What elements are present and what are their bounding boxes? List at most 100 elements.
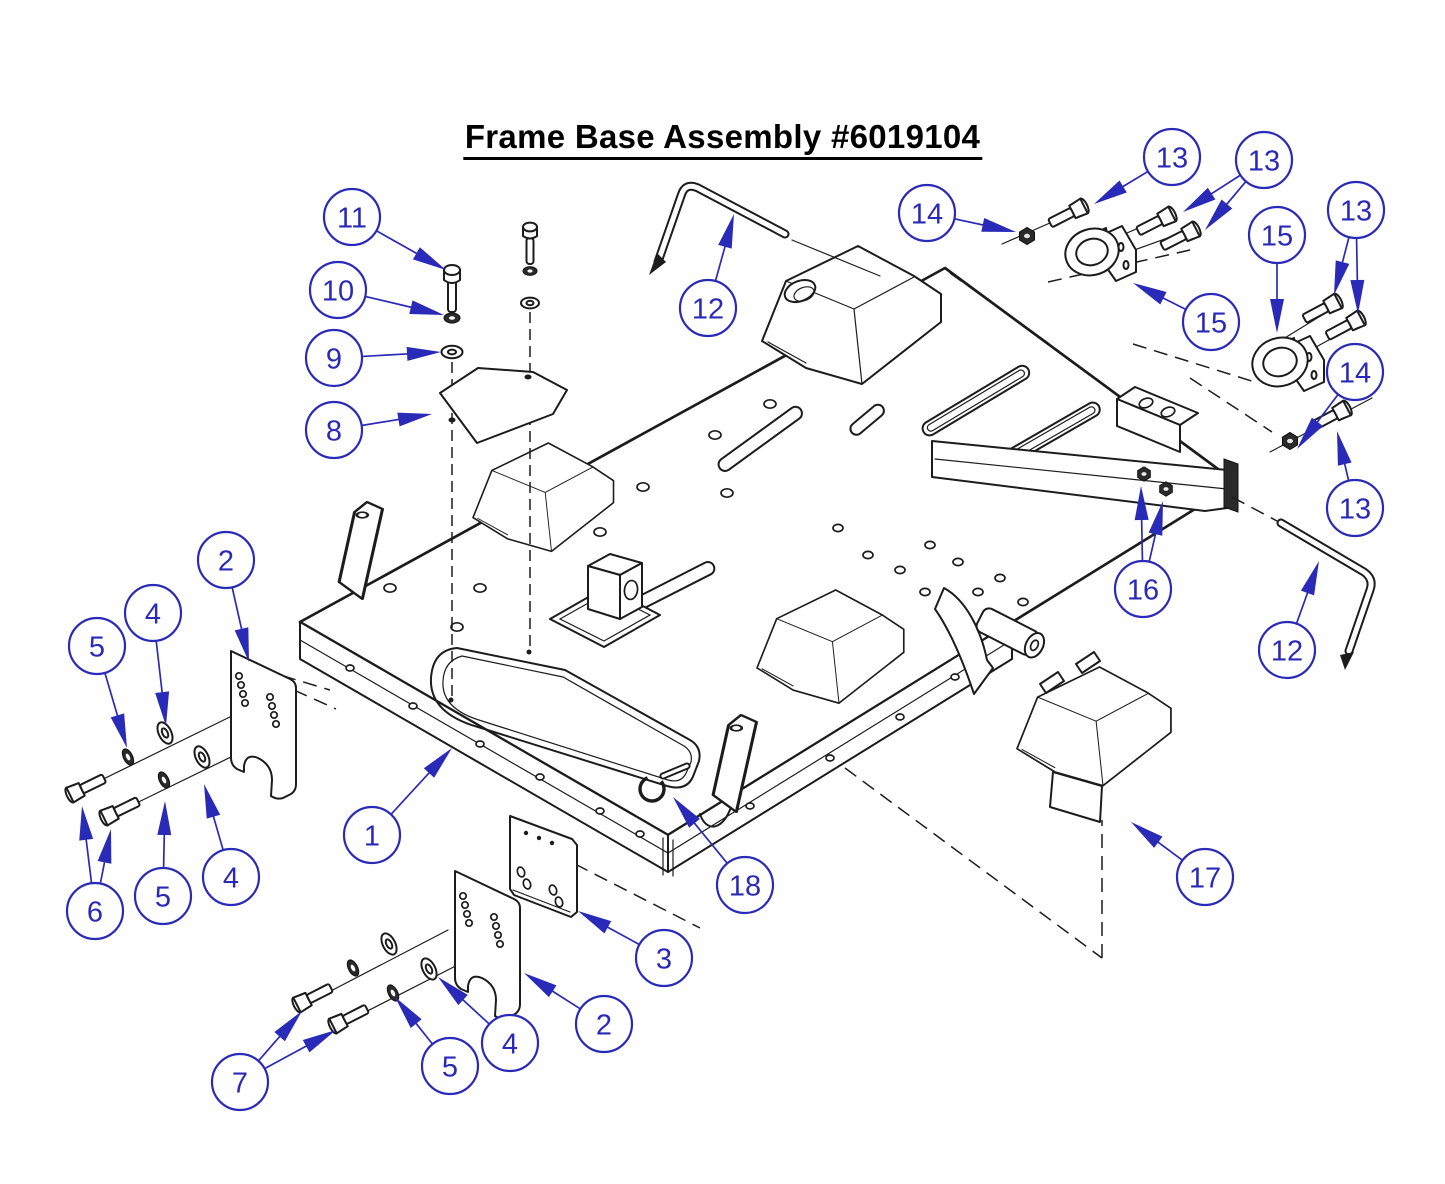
balloon-number: 2 <box>218 546 234 578</box>
balloon-circle <box>634 928 694 988</box>
leader-arrowhead <box>1350 279 1365 314</box>
leader-arrowhead <box>274 1011 302 1042</box>
leader-arrowhead <box>1205 199 1233 230</box>
left-bracket-group <box>62 650 297 828</box>
leader-arrowhead <box>234 627 249 662</box>
balloon-circle <box>304 328 364 388</box>
balloon-number: 15 <box>1195 308 1227 340</box>
leader-line <box>459 996 490 1025</box>
access-plate-8 <box>439 221 568 703</box>
callout-balloon-13: 13 <box>1326 180 1386 314</box>
balloon-circle <box>678 278 738 338</box>
leader-arrowhead <box>406 346 441 361</box>
balloon-circle <box>574 994 634 1054</box>
leader-arrowhead <box>981 218 1016 232</box>
leader-line <box>84 835 93 884</box>
hitch-bracket-assembly <box>931 386 1239 695</box>
leader-line <box>1295 588 1310 624</box>
callout-balloon-13: 13 <box>1183 130 1294 230</box>
leader-line <box>155 640 164 697</box>
balloon-number: 13 <box>1340 196 1372 228</box>
cover-17 <box>1016 651 1172 823</box>
leader-line <box>99 858 107 884</box>
leader-line <box>1154 839 1184 861</box>
callout-balloon-9: 9 <box>304 328 441 388</box>
leader-line <box>390 769 433 815</box>
leader-arrowhead <box>1134 486 1149 521</box>
leader-arrowhead <box>1270 299 1284 333</box>
balloon-circle <box>123 583 183 643</box>
leader-arrowhead <box>409 300 444 315</box>
balloon-number: 3 <box>656 944 672 976</box>
leader-arrowhead <box>1133 283 1167 305</box>
leader-line <box>603 924 640 946</box>
balloon-circle <box>1142 127 1202 187</box>
leader-line <box>231 587 244 633</box>
callout-balloon-7: 7 <box>210 1011 336 1112</box>
balloon-number: 14 <box>911 199 943 231</box>
page-title: Frame Base Assembly #6019104 <box>462 118 983 160</box>
balloon-number: 5 <box>442 1052 458 1084</box>
callout-balloon-2: 2 <box>196 530 256 662</box>
balloon-number: 12 <box>1271 636 1303 668</box>
callout-balloon-4: 4 <box>201 784 261 907</box>
mounting-bracket-2 <box>230 650 297 800</box>
callout-balloon-11: 11 <box>322 187 446 270</box>
callout-balloon-3: 3 <box>578 911 694 988</box>
callout-balloon-5: 5 <box>395 997 480 1096</box>
balloon-circle <box>1113 559 1173 619</box>
balloon-number: 13 <box>1156 143 1188 175</box>
balloon-number: 10 <box>322 276 354 308</box>
balloon-circle <box>1325 342 1385 402</box>
leader-line <box>257 1033 283 1062</box>
leader-arrowhead <box>157 801 172 836</box>
balloon-number: 14 <box>1339 358 1371 390</box>
leader-line <box>1159 295 1187 311</box>
leader-arrowhead <box>1094 180 1127 204</box>
balloon-circle <box>897 183 957 243</box>
leader-arrowhead <box>438 977 468 1006</box>
backing-plate-3 <box>509 815 578 918</box>
balloon-circle <box>1257 620 1317 680</box>
pedestal-block <box>549 553 661 648</box>
leader-arrowhead <box>718 214 734 249</box>
balloon-number: 6 <box>87 897 103 929</box>
hex-nut <box>1282 432 1298 450</box>
leader-line <box>375 230 421 257</box>
leader-line <box>264 1043 311 1070</box>
callout-balloon-15: 15 <box>1133 283 1241 352</box>
balloon-number: 16 <box>1127 575 1159 607</box>
callout-balloon-14: 14 <box>1297 342 1385 449</box>
balloon-number: 8 <box>326 416 342 448</box>
balloon-circle <box>715 855 775 915</box>
callout-balloon-10: 10 <box>308 260 444 320</box>
callout-balloon-17: 17 <box>1131 822 1235 907</box>
balloon-circle <box>67 616 127 676</box>
balloon-number: 11 <box>337 203 367 235</box>
leader-line <box>548 988 581 1010</box>
callout-balloon-14: 14 <box>897 183 1016 243</box>
leader-line <box>162 830 166 869</box>
leader-arrowhead <box>155 691 170 726</box>
leader-arrowhead <box>524 973 557 998</box>
screw-and-washers <box>440 221 540 360</box>
leader-line <box>1340 236 1350 267</box>
leader-line <box>361 417 403 427</box>
leader-line <box>1223 180 1247 208</box>
bent-rod-top <box>649 181 881 277</box>
callout-balloon-5: 5 <box>133 801 193 926</box>
leader-arrowhead <box>302 1030 336 1053</box>
callout-balloon-4: 4 <box>438 977 540 1073</box>
leader-arrowhead <box>397 412 432 427</box>
leader-arrowhead <box>1183 187 1216 212</box>
callout-balloon-2: 2 <box>524 973 634 1054</box>
plate-slots <box>619 364 1101 618</box>
leader-line <box>954 218 987 227</box>
balloon-circle <box>1175 847 1235 907</box>
callout-balloon-1: 1 <box>342 748 452 865</box>
balloon-circle <box>480 1013 540 1073</box>
balloon-number: 5 <box>155 882 171 914</box>
callout-balloon-13: 13 <box>1094 127 1202 204</box>
